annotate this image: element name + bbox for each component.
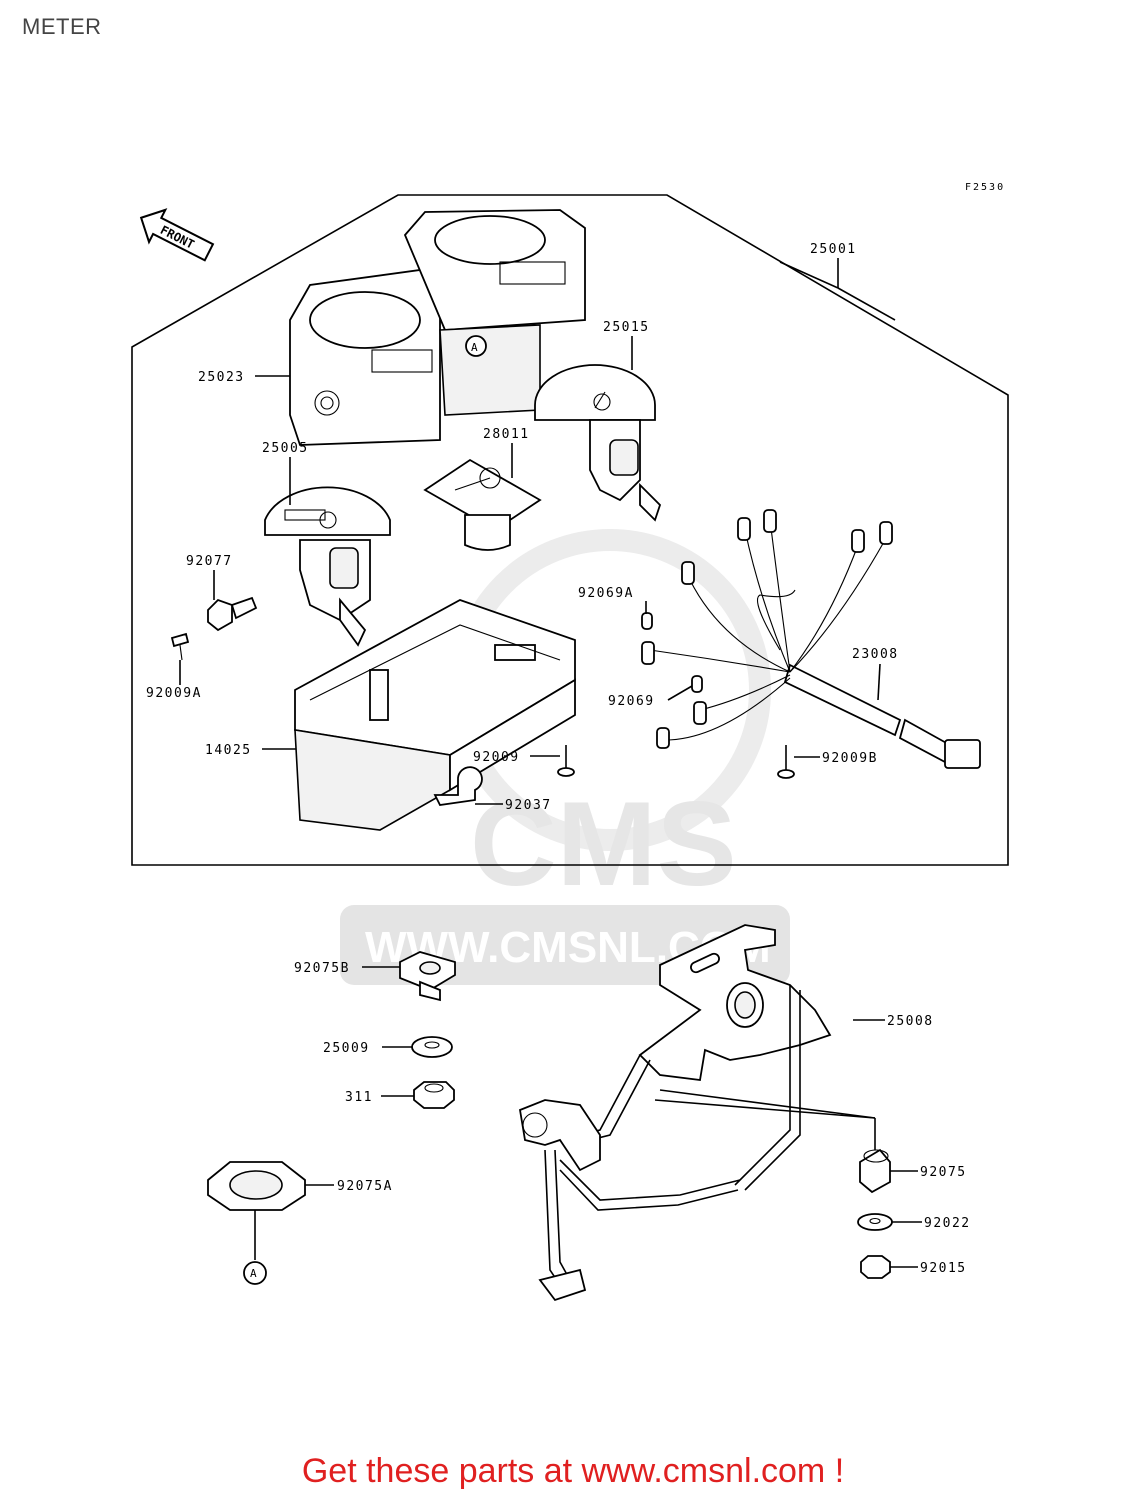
nut-311 — [413, 1081, 455, 1109]
label-92075: 92075 — [920, 1165, 967, 1180]
label-92009: 92009 — [473, 750, 520, 765]
grommet-92075A — [207, 1161, 306, 1211]
label-28011: 28011 — [483, 427, 530, 442]
bracket-25008 — [518, 924, 832, 1302]
washer-92022 — [857, 1213, 893, 1231]
ref-mark-a-case: A — [471, 341, 478, 354]
label-25001: 25001 — [810, 242, 857, 257]
knob-92077 — [207, 596, 258, 632]
footer-link[interactable]: Get these parts at www.cmsnl.com ! — [301, 1452, 845, 1490]
label-92009A: 92009A — [146, 686, 202, 701]
screw-92009 — [557, 745, 575, 777]
ref-mark-a-lower: A — [243, 1210, 267, 1285]
label-92022: 92022 — [924, 1216, 971, 1231]
label-25009: 25009 — [323, 1041, 370, 1056]
label-92037: 92037 — [505, 798, 552, 813]
label-25008: 25008 — [887, 1014, 934, 1029]
label-23008: 23008 — [852, 647, 899, 662]
figure-code: F2530 — [965, 182, 1005, 193]
label-92075B: 92075B — [294, 961, 350, 976]
part-labels: 25001 25023 25015 28011 25005 92077 9206… — [146, 242, 971, 1276]
ref-mark-a-lower-text: A — [250, 1267, 257, 1280]
meter-case-25023: A — [289, 209, 586, 446]
label-25023: 25023 — [198, 370, 245, 385]
leader-lines — [179, 258, 922, 1268]
screw-92009B — [777, 745, 795, 779]
label-92015: 92015 — [920, 1261, 967, 1276]
label-92075A: 92075A — [337, 1179, 393, 1194]
watermark-brand: CMS — [470, 777, 737, 911]
clamp-92037 — [433, 766, 483, 806]
front-arrow-icon: FRONT — [139, 208, 215, 262]
nut-92015 — [860, 1255, 891, 1279]
label-311: 311 — [345, 1090, 373, 1105]
page-title: METER — [22, 14, 102, 39]
lower-case-14025 — [294, 599, 576, 831]
assembly-boundary — [131, 194, 1009, 866]
gauge-25005 — [264, 486, 391, 647]
label-25015: 25015 — [603, 320, 650, 335]
label-92069A: 92069A — [578, 586, 634, 601]
bulb-92069A — [641, 612, 653, 630]
washer-25009 — [411, 1036, 453, 1058]
label-25005: 25005 — [262, 441, 309, 456]
bulb-92069 — [691, 675, 703, 693]
label-14025: 14025 — [205, 743, 252, 758]
grommet-92075 — [859, 1148, 891, 1194]
label-92069: 92069 — [608, 694, 655, 709]
screw-92009A — [170, 632, 190, 661]
label-92077: 92077 — [186, 554, 233, 569]
gauge-28011 — [423, 458, 542, 551]
label-92009B: 92009B — [822, 751, 878, 766]
damper-92075B — [399, 951, 456, 1002]
gauge-25015 — [534, 364, 662, 522]
wiring-harness-23008 — [641, 509, 981, 769]
